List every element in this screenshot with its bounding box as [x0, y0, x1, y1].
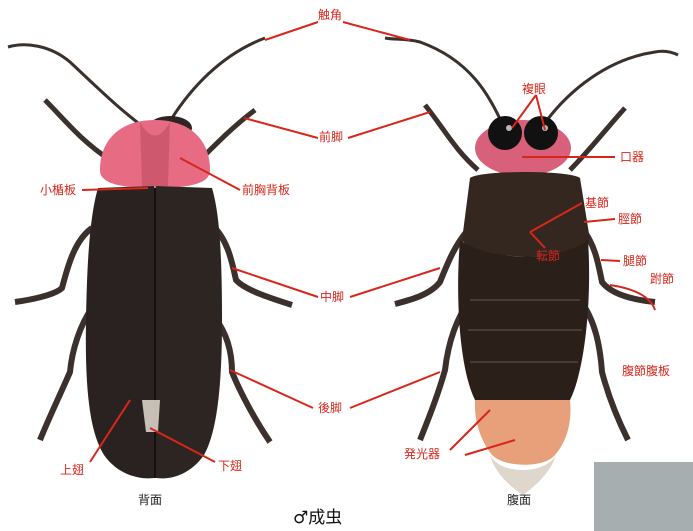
label-scutellum: 小楯板	[40, 183, 76, 197]
label-tarsus: 跗節	[650, 272, 674, 286]
label-coxa: 基節	[585, 196, 609, 210]
caption-ventral: 腹面	[507, 493, 531, 507]
label-lantern: 発光器	[404, 447, 440, 461]
label-pronotum: 前胸背板	[242, 183, 290, 197]
label-foreleg: 前脚	[319, 130, 343, 144]
label-compound-eye: 複眼	[522, 82, 546, 96]
label-trochanter: 転節	[536, 249, 560, 263]
label-femur: 腿節	[623, 254, 647, 268]
label-antenna: 触角	[318, 8, 342, 22]
label-elytra: 上翅	[60, 463, 84, 477]
label-hindleg: 後脚	[318, 401, 342, 415]
dorsal-specimen	[8, 38, 292, 478]
label-mouthparts: 口器	[620, 150, 644, 164]
label-tibia: 脛節	[618, 212, 642, 226]
label-hindwing: 下翅	[218, 459, 242, 473]
corner-photo-fragment	[594, 462, 693, 531]
label-midleg: 中脚	[320, 290, 344, 304]
label-sternites: 腹節腹板	[622, 364, 670, 378]
figure-title: ♂成虫	[293, 508, 342, 528]
caption-dorsal: 背面	[138, 493, 162, 507]
